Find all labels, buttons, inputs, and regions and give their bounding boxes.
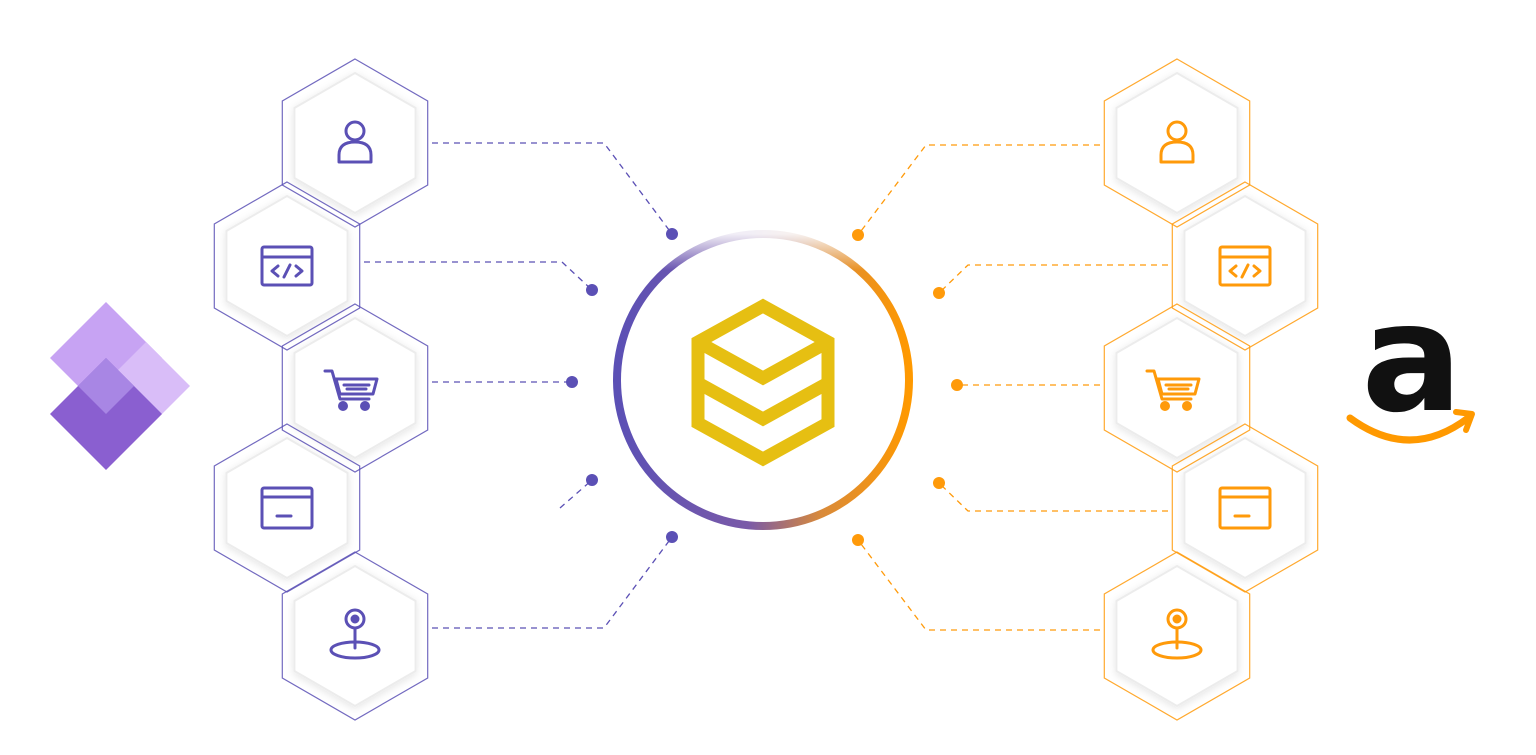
connector-lines (364, 142, 1168, 631)
left-connector-5 (432, 536, 673, 629)
right-node-3 (1103, 303, 1251, 473)
left-node-2 (213, 181, 361, 351)
left-node-1 (281, 58, 429, 228)
right-connector-dot-1 (852, 229, 864, 241)
right-node-5 (1103, 551, 1251, 721)
right-node-column (1103, 58, 1319, 721)
card-window-icon (1218, 486, 1272, 530)
left-connector-dot-3 (566, 376, 578, 388)
user-icon (337, 120, 373, 164)
right-connector-dot-2 (933, 287, 945, 299)
user-icon (1159, 120, 1195, 164)
right-connector-dot-4 (933, 477, 945, 489)
left-node-3 (281, 303, 429, 473)
left-connector-dot-4 (586, 474, 598, 486)
left-connector-dot-2 (586, 284, 598, 296)
right-node-2 (1171, 181, 1319, 351)
left-node-column (213, 58, 429, 721)
shopping-cart-icon (1145, 369, 1201, 411)
left-connector-2 (364, 261, 593, 291)
right-connector-4 (938, 482, 1168, 512)
left-connector-4 (559, 479, 593, 509)
location-pin-icon (329, 608, 381, 660)
right-connector-1 (857, 144, 1100, 236)
right-connector-dot-5 (852, 534, 864, 546)
location-pin-icon (1151, 608, 1203, 660)
stacked-layers-hexagon-icon (691, 298, 835, 467)
left-connector-1 (432, 142, 673, 235)
card-window-icon (260, 486, 314, 530)
right-connector-dot-3 (951, 379, 963, 391)
right-connector-2 (938, 264, 1168, 294)
code-window-icon (1218, 245, 1272, 287)
amazon-wordmark: a (1361, 272, 1462, 446)
left-node-5 (281, 551, 429, 721)
shopping-cart-icon (323, 369, 379, 411)
left-connector-dot-5 (666, 531, 678, 543)
power-apps-logo (50, 302, 190, 470)
code-window-icon (260, 245, 314, 287)
left-connector-dot-1 (666, 228, 678, 240)
right-node-4 (1171, 423, 1319, 593)
central-hub (612, 229, 914, 530)
left-node-4 (213, 423, 361, 593)
right-node-1 (1103, 58, 1251, 228)
amazon-logo: a (1346, 272, 1475, 446)
right-connector-5 (857, 539, 1100, 631)
